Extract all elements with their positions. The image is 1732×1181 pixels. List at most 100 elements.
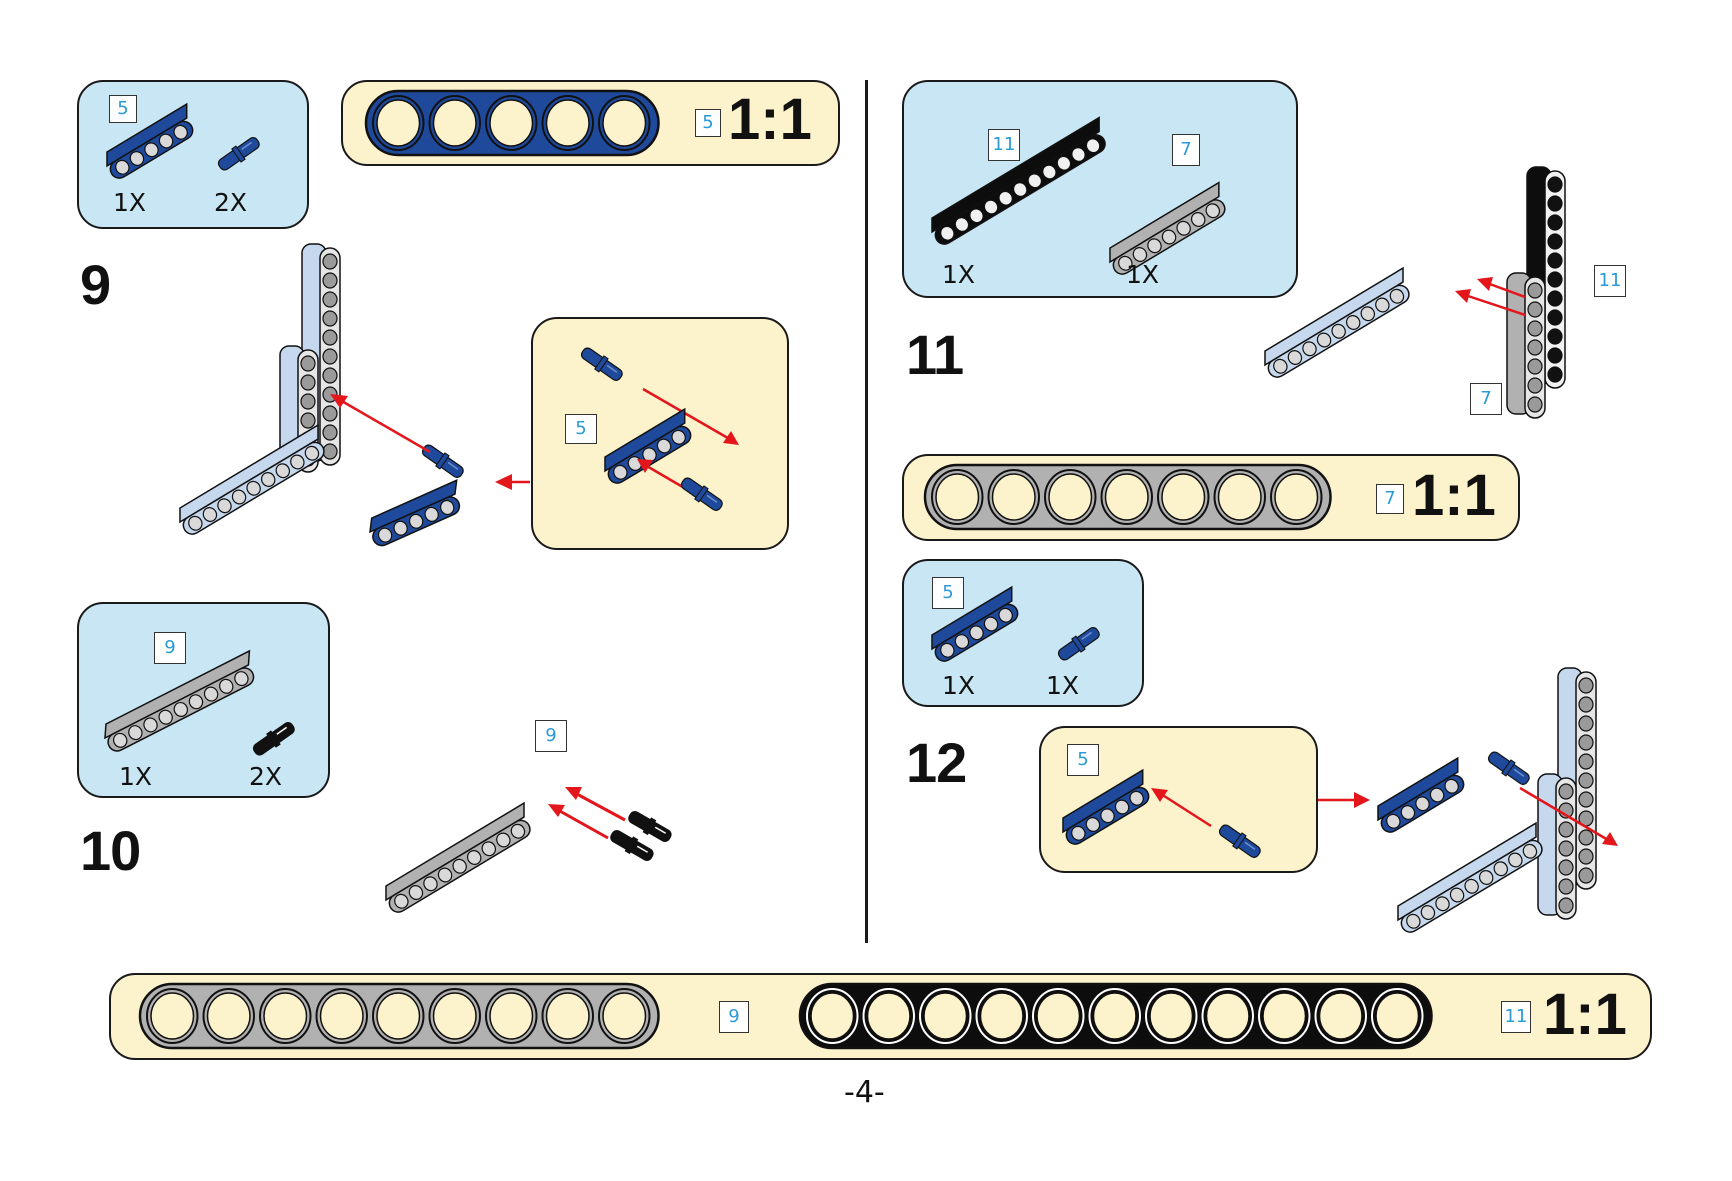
beam-hole — [991, 473, 1036, 521]
beam-hole — [158, 133, 174, 149]
beam-hole — [372, 95, 425, 151]
beam-hole — [1508, 852, 1523, 868]
part-quantity: 2X — [214, 188, 248, 217]
beam-hole — [394, 893, 409, 909]
beam-hole — [1547, 176, 1563, 193]
beam-hole — [408, 885, 424, 900]
beam-hole — [158, 709, 173, 725]
beam-hole — [489, 992, 534, 1040]
beam-hole — [206, 992, 251, 1040]
beam-hole — [1578, 715, 1594, 732]
beam-hole — [300, 393, 316, 410]
beam-hole — [940, 642, 955, 658]
beam-top — [179, 423, 319, 524]
beam-hole — [234, 671, 249, 687]
step-number: 9 — [80, 253, 111, 316]
beam-hole — [393, 520, 408, 536]
beam-hole — [1056, 155, 1072, 171]
beam-hole — [1314, 988, 1367, 1044]
beam-hole — [423, 876, 438, 892]
pin-collar — [694, 485, 709, 503]
beam-hole — [146, 988, 199, 1044]
pin-collar — [624, 836, 639, 855]
beam-hole — [1547, 195, 1563, 212]
beam-hole — [1213, 469, 1266, 525]
beam-hole — [1420, 905, 1436, 920]
beam-hole — [1205, 203, 1221, 219]
black-11-beam-scale-icon — [798, 982, 1433, 1050]
step-11-assembly-drawing — [1264, 166, 1566, 419]
beam-hole — [979, 992, 1024, 1040]
scale-label: 1:1 — [1543, 982, 1627, 1047]
beam-hole — [304, 445, 320, 461]
beam-hole — [1547, 366, 1563, 383]
beam-hole — [143, 717, 158, 733]
beam-hole — [954, 634, 970, 649]
beam-hole — [1547, 328, 1563, 345]
pin-collar — [594, 355, 609, 373]
part-quantity: 1X — [942, 671, 976, 700]
beam-hole — [376, 99, 421, 147]
beam-hole — [1157, 469, 1210, 525]
beam-hole — [1578, 867, 1594, 884]
length-tag: 11 — [1501, 1001, 1531, 1033]
beam-hole — [1527, 282, 1543, 299]
beam-hole — [1042, 164, 1057, 180]
length-tag: 5 — [932, 577, 964, 609]
length-tag: 7 — [1470, 383, 1502, 415]
beam-hole — [377, 527, 393, 543]
column-divider — [865, 80, 868, 943]
beam-hole — [1429, 787, 1445, 803]
beam-hole — [1527, 320, 1543, 337]
beam-hole — [1547, 290, 1563, 307]
beam-hole — [1129, 790, 1144, 806]
beam-hole — [1406, 913, 1421, 929]
gray-9-beam-scale-icon — [138, 982, 660, 1050]
beam-hole — [1258, 988, 1311, 1044]
beam-hole — [541, 95, 594, 151]
beam-hole — [428, 988, 481, 1044]
beam-hole — [602, 99, 647, 147]
beam-hole — [1161, 229, 1177, 245]
beam-hole — [998, 190, 1013, 206]
beam-hole — [1085, 138, 1101, 154]
beam-hole — [322, 424, 338, 441]
beam-hole — [115, 159, 130, 175]
beam-hole — [998, 607, 1013, 623]
beam-hole — [202, 988, 255, 1044]
beam-hole — [437, 867, 453, 883]
beam-hole — [1287, 350, 1303, 365]
beam-hole — [1012, 182, 1028, 197]
beam-hole — [656, 438, 672, 454]
length-tag: 9 — [154, 632, 186, 664]
length-tag: 11 — [988, 129, 1020, 161]
beam-hole — [290, 454, 305, 470]
beam-hole — [1386, 813, 1401, 829]
beam-hole — [1578, 677, 1594, 694]
step-10-parts-box: 9 1X 2X — [77, 602, 330, 798]
scale-guide-bottom: 9 11 1:1 — [109, 973, 1652, 1060]
beam-hole — [983, 199, 999, 215]
beam-hole — [300, 355, 316, 372]
beam-hole — [231, 489, 247, 505]
beam-hole — [1331, 323, 1346, 339]
beam-hole — [1371, 988, 1424, 1044]
step-12-parts-box: 5 1X 1X — [902, 559, 1144, 707]
step-number: 11 — [906, 323, 964, 386]
beam-top — [931, 116, 1100, 234]
part-quantity: 1X — [113, 188, 147, 217]
beam-hole — [1435, 896, 1450, 912]
length-tag: 5 — [695, 109, 721, 137]
beam-hole — [545, 99, 590, 147]
blue-5-beam-scale-icon — [364, 89, 660, 157]
beam-hole — [275, 463, 291, 479]
beam-hole — [1527, 377, 1543, 394]
beam-hole — [1527, 358, 1543, 375]
beam-hole — [810, 992, 855, 1040]
beam-hole — [1345, 315, 1361, 330]
beam-hole — [113, 732, 128, 748]
beam-hole — [1149, 992, 1194, 1040]
length-tag: 5 — [565, 414, 597, 444]
beam-hole — [481, 841, 497, 857]
beam-hole — [806, 988, 859, 1044]
